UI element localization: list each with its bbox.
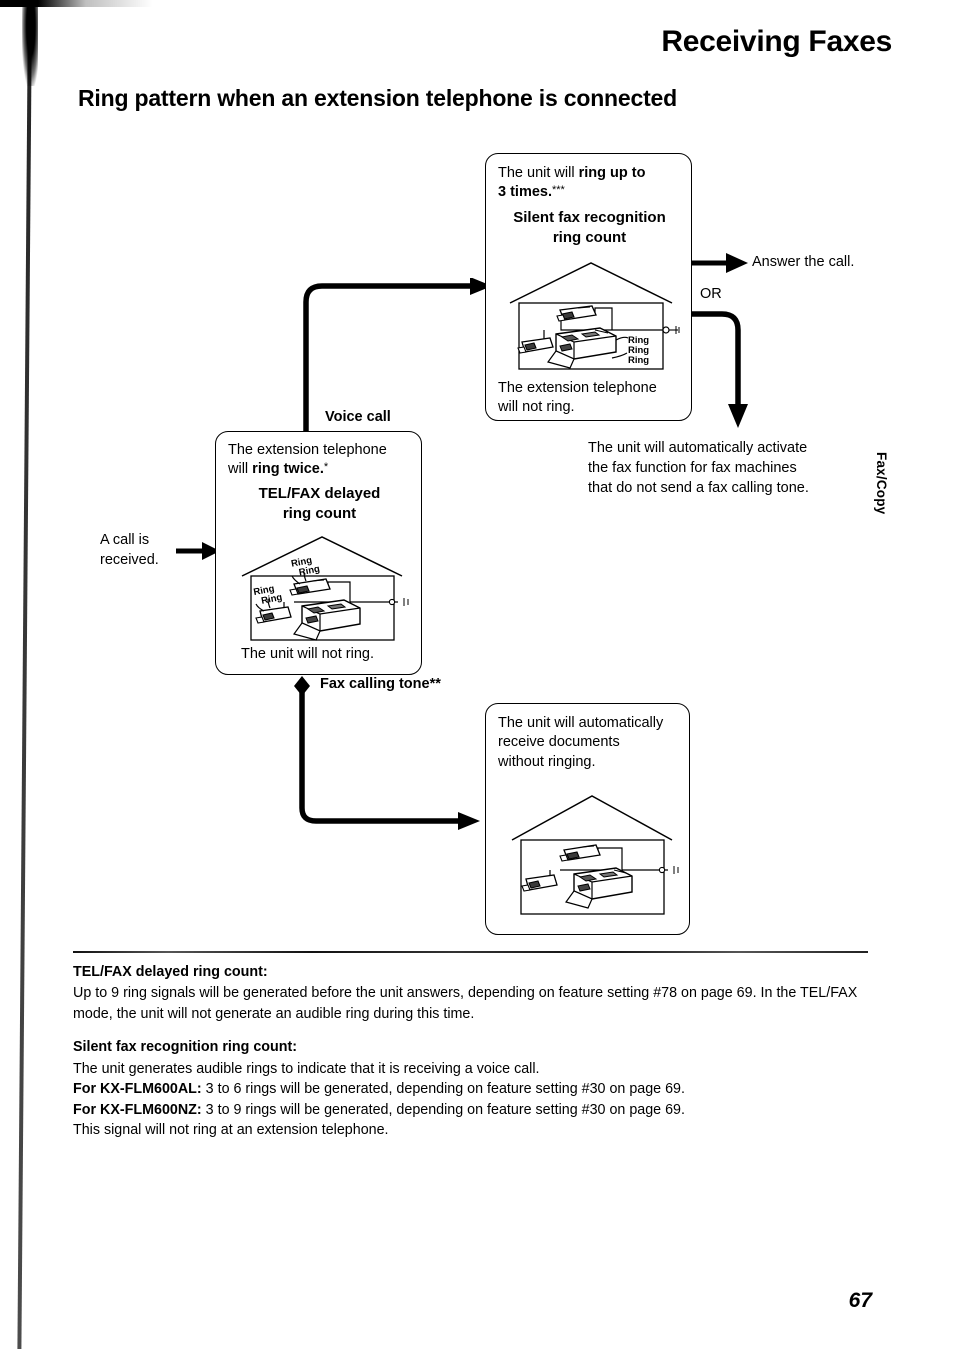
telfax-intro-line2-plain: will xyxy=(228,461,253,478)
footnote-term: TEL/FAX delayed ring count: xyxy=(73,964,268,980)
telfax-heading-line2: ring count xyxy=(282,504,357,522)
page-title: Receiving Faxes xyxy=(661,25,892,58)
silent-fax-intro-plain: The unit will xyxy=(498,165,579,181)
entry-label-line2: received. xyxy=(100,552,159,568)
connector-fax-calling-tone xyxy=(294,676,480,830)
page-number: 67 xyxy=(848,1289,872,1312)
footnote-closing: This signal will not ring at an extensio… xyxy=(73,1122,389,1139)
scan-top-edge xyxy=(0,0,954,7)
telfax-caption-line1: The unit will not ring. xyxy=(241,646,374,662)
silent-fax-intro-line2-bold: 3 times. xyxy=(498,184,552,201)
telfax-intro-footnote-marker: * xyxy=(323,461,329,474)
ring-label: Ring xyxy=(253,583,276,598)
silent-fax-heading-line1: Silent fax recognition xyxy=(513,209,666,226)
connector-auto-activate xyxy=(692,311,748,428)
auto-activate-line1: The unit will automatically activate xyxy=(588,440,808,456)
outcome-answer-the-call: Answer the call. xyxy=(752,254,855,270)
box-silent-fax-recognition: The unit will ring up to 3 times.*** Sil… xyxy=(485,153,692,421)
ring-label: Ring xyxy=(298,564,321,579)
auto-receive-line3: without ringing. xyxy=(498,753,596,770)
silent-fax-caption-line1: The extension telephone xyxy=(498,380,657,396)
label-voice-call: Voice call xyxy=(325,409,391,425)
outcome-auto-activate-note: The unit will automatically activate the… xyxy=(588,438,898,498)
illustration-house-silent-receive xyxy=(511,795,679,915)
footnote-model-row: For KX-FLM600AL: 3 to 6 rings will be ge… xyxy=(73,1079,873,1099)
section-heading: Ring pattern when an extension telephone… xyxy=(78,85,677,111)
silent-fax-caption: The extension telephone will not ring. xyxy=(498,379,686,418)
footnote-model-text: 3 to 9 rings will be generated, dependin… xyxy=(205,1101,685,1118)
ring-label: Ring xyxy=(628,335,649,346)
scan-binding-smudge xyxy=(22,0,38,86)
illustration-house-fax-ringing: Ring Ring Ring xyxy=(509,262,680,370)
silent-fax-intro-bold: ring up to xyxy=(578,165,646,181)
connector-entry-arrow xyxy=(176,542,220,560)
outcome-or: OR xyxy=(700,286,722,302)
silent-fax-heading-line2: ring count xyxy=(552,228,627,246)
ring-label: Ring xyxy=(628,355,649,366)
ring-label: Ring xyxy=(628,345,649,356)
silent-fax-heading: Silent fax recognition ring count xyxy=(494,208,685,247)
telfax-heading: TEL/FAX delayed ring count xyxy=(224,484,415,523)
connector-answer-the-call xyxy=(692,253,748,273)
entry-label-line1: A call is xyxy=(100,532,150,548)
footnote-body: Up to 9 ring signals will be generated b… xyxy=(73,983,873,1024)
ring-label: Ring xyxy=(260,592,283,607)
footnote-body-line: the TEL/FAX mode, the unit will not gene… xyxy=(73,985,858,1022)
auto-activate-line3: that do not send a fax calling tone. xyxy=(588,480,809,496)
auto-receive-line2: receive documents xyxy=(498,734,620,751)
silent-fax-intro-footnote-marker: *** xyxy=(552,184,565,197)
auto-receive-line1: The unit will automatically xyxy=(498,715,664,731)
label-fax-calling-tone: Fax calling tone** xyxy=(320,676,441,692)
illustration-house-phones-ringing: Ring Ring Ring Ring xyxy=(241,536,409,641)
footnote-model-label: For KX-FLM600AL: xyxy=(73,1081,202,1098)
footnote-term: Silent fax recognition ring count: xyxy=(73,1039,297,1056)
entry-label: A call is received. xyxy=(100,530,200,570)
footnote-model-row: For KX-FLM600NZ: 3 to 9 rings will be ge… xyxy=(73,1100,873,1120)
telfax-heading-line1: TEL/FAX delayed xyxy=(258,485,381,502)
telfax-intro-line1: The extension telephone xyxy=(228,442,387,458)
telfax-intro: The extension telephone will ring twice.… xyxy=(228,441,416,480)
telfax-caption: The unit will not ring. xyxy=(241,645,421,664)
box-auto-receive-documents: The unit will automatically receive docu… xyxy=(485,703,690,935)
footnote-model-text: 3 to 6 rings will be generated, dependin… xyxy=(205,1081,685,1098)
silent-fax-caption-line2: will not ring. xyxy=(498,399,575,416)
scan-binding-edge xyxy=(17,0,32,1349)
footnote-body-line: Up to 9 ring signals will be generated b… xyxy=(73,985,773,1002)
footnotes: TEL/FAX delayed ring count: Up to 9 ring… xyxy=(73,962,873,1141)
auto-activate-line2: the fax function for fax machines xyxy=(588,460,797,476)
box-telfax-delayed-ring-count: The extension telephone will ring twice.… xyxy=(215,431,422,675)
silent-fax-intro: The unit will ring up to 3 times.*** xyxy=(498,164,684,203)
footer-divider xyxy=(73,951,868,953)
telfax-intro-line2-bold: ring twice. xyxy=(252,461,324,478)
footnote-model-label: For KX-FLM600NZ: xyxy=(73,1101,202,1118)
ring-label: Ring xyxy=(290,555,313,570)
footnote-body-line: The unit generates audible rings to indi… xyxy=(73,1060,540,1077)
connector-voice-call xyxy=(303,278,492,446)
footnote-body: The unit generates audible rings to indi… xyxy=(73,1059,873,1079)
auto-receive-intro: The unit will automatically receive docu… xyxy=(498,714,684,772)
